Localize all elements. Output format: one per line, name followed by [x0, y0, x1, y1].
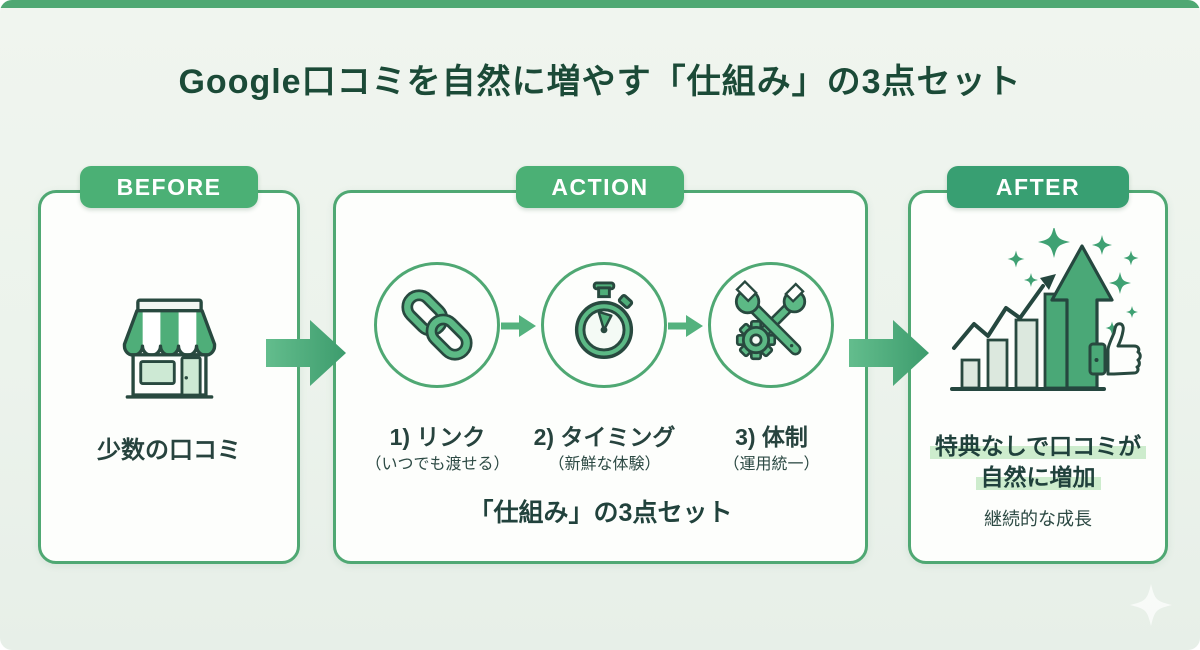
- step2-title: 2) タイミング: [533, 424, 676, 450]
- mini-arrow-2-3: [668, 315, 703, 337]
- action-caption: 「仕組み」の3点セット: [468, 499, 733, 527]
- storefront-icon: [122, 298, 217, 399]
- sparkle-icons: [1007, 228, 1139, 335]
- before-badge: BEFORE: [80, 166, 258, 208]
- step2-subtitle: （新鮮な体験）: [548, 456, 661, 473]
- corner-sparkle-icon: [1130, 584, 1172, 626]
- thumbs-up: [1088, 322, 1142, 376]
- step3-circle: [708, 262, 834, 388]
- chain-link-icon: [401, 289, 473, 361]
- step3-title: 3) 体制: [735, 424, 808, 450]
- action-badge: ACTION: [516, 166, 684, 208]
- bar-chart-bars: [960, 292, 1070, 390]
- growth-arrow-icon: [950, 228, 1142, 391]
- page-title: Google口コミを自然に増やす「仕組み」の3点セット: [178, 63, 1022, 101]
- step1-title: 1) リンク: [389, 424, 486, 450]
- step3-subtitle: （運用統一）: [723, 456, 820, 473]
- wrench-gear-icon: [734, 280, 807, 361]
- flow-arrow-action-after: [849, 320, 929, 386]
- stopwatch-icon: [574, 281, 634, 359]
- after-result-line2: 自然に増加: [908, 463, 1168, 492]
- step1-circle: [374, 262, 500, 388]
- step1-subtitle: （いつでも渡せる）: [365, 456, 510, 473]
- after-sublabel: 継続的な成長: [984, 509, 1092, 529]
- flow-arrow-before-action: [266, 320, 346, 386]
- before-label: 少数の口コミ: [97, 437, 241, 464]
- after-badge: AFTER: [947, 166, 1129, 208]
- top-accent-bar: [0, 0, 1200, 8]
- mini-arrow-1-2: [501, 315, 536, 337]
- after-result-line1: 特典なしで口コミが: [908, 432, 1168, 461]
- step2-circle: [541, 262, 667, 388]
